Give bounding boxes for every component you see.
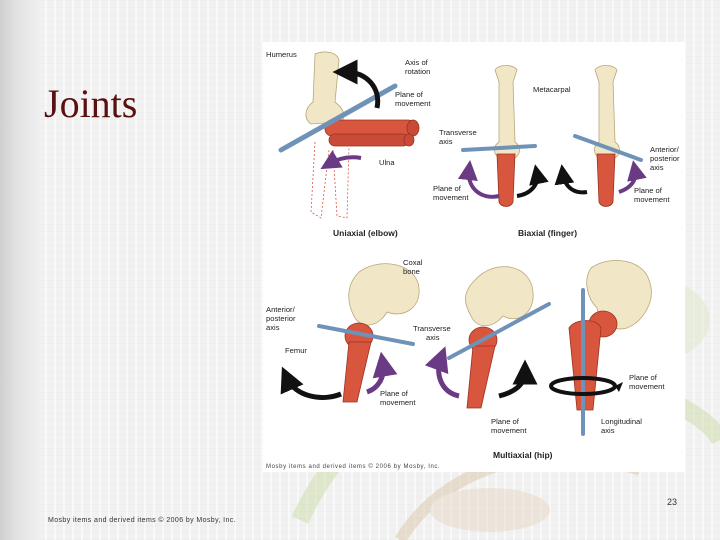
- label-plane-hip1-2: movement: [380, 398, 416, 407]
- label-antpost-finger-3: axis: [650, 163, 664, 172]
- label-plane-finger-left-1: Plane of: [433, 184, 462, 193]
- label-transverse-hip-2: axis: [426, 333, 440, 342]
- label-antpost-hip-3: axis: [266, 323, 280, 332]
- label-plane-hip1-1: Plane of: [380, 389, 409, 398]
- caption-uniaxial: Uniaxial (elbow): [333, 228, 398, 238]
- label-transverse-finger-2: axis: [439, 137, 453, 146]
- label-ulna: Ulna: [379, 158, 395, 167]
- joint-movement-figure: Humerus Axis of rotation Plane of moveme…: [263, 42, 685, 472]
- label-plane-elbow-1: Plane of: [395, 90, 424, 99]
- label-plane-finger-right-1: Plane of: [634, 186, 663, 195]
- label-antpost-finger-2: posterior: [650, 154, 680, 163]
- label-plane-finger-right-2: movement: [634, 195, 670, 204]
- label-antpost-hip-2: posterior: [266, 314, 296, 323]
- label-coxal-bone-2: bone: [403, 267, 420, 276]
- label-antpost-hip-1: Anterior/: [266, 305, 296, 314]
- slide-title: Joints: [44, 81, 138, 126]
- caption-biaxial: Biaxial (finger): [518, 228, 577, 238]
- label-transverse-finger-1: Transverse: [439, 128, 477, 137]
- label-coxal-bone-1: Coxal: [403, 258, 423, 267]
- footer-credit: Mosby items and derived items © 2006 by …: [48, 517, 237, 524]
- label-antpost-finger-1: Anterior/: [650, 145, 680, 154]
- page-number: 23: [666, 497, 677, 507]
- elbow-illustration: [278, 51, 420, 219]
- figure-credit: Mosby items and derived items © 2006 by …: [266, 463, 440, 470]
- caption-multiaxial: Multiaxial (hip): [493, 450, 553, 460]
- label-plane-hip2-1: Plane of: [491, 417, 520, 426]
- label-plane-hip3-2: movement: [629, 382, 665, 391]
- hip-illustration-1: [280, 263, 420, 403]
- hip-illustration-3: [549, 260, 652, 436]
- label-humerus: Humerus: [266, 50, 297, 59]
- finger-illustration-right: [554, 65, 647, 207]
- label-plane-hip2-2: movement: [491, 426, 527, 435]
- left-margin-band: [0, 0, 40, 540]
- label-metacarpal: Metacarpal: [533, 85, 571, 94]
- label-axis-rotation-1: Axis of: [405, 58, 429, 67]
- label-plane-finger-left-2: movement: [433, 193, 469, 202]
- label-plane-elbow-2: movement: [395, 99, 431, 108]
- label-axis-rotation-2: rotation: [405, 67, 430, 76]
- joint-illustration: Humerus Axis of rotation Plane of moveme…: [266, 50, 680, 470]
- label-femur: Femur: [285, 346, 307, 355]
- label-transverse-hip-1: Transverse: [413, 324, 451, 333]
- label-plane-hip3-1: Plane of: [629, 373, 658, 382]
- finger-illustration-left: [457, 65, 549, 207]
- label-longitudinal-2: axis: [601, 426, 615, 435]
- label-longitudinal-1: Longitudinal: [601, 417, 642, 426]
- hip-illustration-2: [424, 266, 551, 409]
